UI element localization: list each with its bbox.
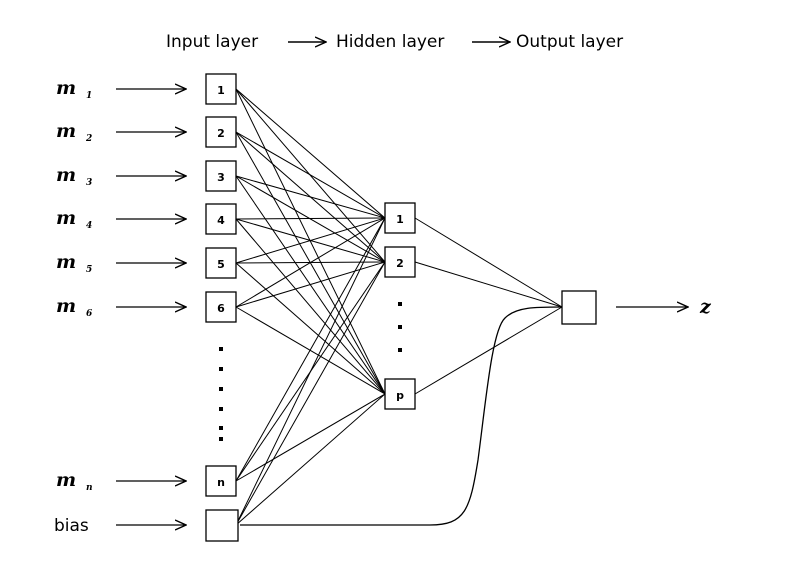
hidden-node-label: 2 <box>396 257 404 270</box>
input-hidden-connection <box>235 88 386 395</box>
bias-label: bias <box>54 516 89 536</box>
bias-node <box>205 509 239 542</box>
input-node-label: 4 <box>217 214 225 227</box>
input-row: m 5 <box>56 251 186 275</box>
input-node-label: 3 <box>217 171 225 184</box>
input-symbol: m <box>56 295 76 317</box>
hidden-node: 1 <box>384 202 416 234</box>
input-layer: 1 2 3 4 5 6 <box>205 73 239 542</box>
input-hidden-connection <box>235 88 386 219</box>
input-symbol: m <box>56 469 76 491</box>
input-symbol: m <box>56 251 76 273</box>
input-node: 2 <box>205 116 237 148</box>
hidden-output-connection <box>414 217 563 308</box>
input-subscript: 4 <box>86 221 92 231</box>
input-row: m 1 <box>56 77 186 101</box>
input-hidden-connection <box>235 261 386 308</box>
diagram-title: Input layer Hidden layer Output layer <box>166 32 623 52</box>
connections <box>235 88 563 526</box>
hidden-layer: 1 2 p <box>384 202 416 410</box>
input-symbol: m <box>56 164 76 186</box>
hidden-output-connection <box>414 306 563 395</box>
output-node <box>561 290 597 325</box>
input-node-label: n <box>217 476 225 489</box>
input-symbol: m <box>56 120 76 142</box>
hidden-node: 2 <box>384 246 416 278</box>
input-row: m n <box>56 469 186 493</box>
input-node: 1 <box>205 73 237 105</box>
input-subscript: 3 <box>86 178 92 188</box>
input-hidden-connection <box>235 393 386 482</box>
input-hidden-connection <box>235 175 386 219</box>
input-symbol: m <box>56 77 76 99</box>
input-node-label: 6 <box>217 302 225 315</box>
input-node-label: 1 <box>217 84 225 97</box>
input-row: m 4 <box>56 207 186 231</box>
input-row: m 3 <box>56 164 186 188</box>
input-node-label: 5 <box>217 258 225 271</box>
hidden-node-label: 1 <box>396 213 404 226</box>
input-symbol: m <box>56 207 76 229</box>
input-subscript: n <box>86 483 93 493</box>
hidden-node-label: p <box>396 389 404 402</box>
title-hidden-layer: Hidden layer <box>336 32 444 52</box>
input-hidden-connection <box>235 217 386 482</box>
bias-row: bias <box>54 516 186 536</box>
input-subscript: 1 <box>86 91 92 101</box>
input-node: 4 <box>205 203 237 235</box>
title-input-layer: Input layer <box>166 32 258 52</box>
input-hidden-connection <box>235 261 386 526</box>
input-row: m 2 <box>56 120 186 144</box>
input-hidden-connection <box>235 262 386 395</box>
bias-to-output-connection <box>240 306 563 526</box>
input-ellipsis <box>219 347 223 441</box>
input-node: 3 <box>205 160 237 192</box>
input-hidden-connection <box>235 217 386 526</box>
input-hidden-connection <box>235 217 386 264</box>
input-subscript: 6 <box>86 309 93 319</box>
input-hidden-connection <box>235 217 386 220</box>
input-hidden-connection <box>235 393 386 526</box>
input-rows: m 1 m 2 m 3 m 4 m 5 m 6 m <box>54 77 186 536</box>
input-node: n <box>205 465 237 497</box>
title-output-layer: Output layer <box>516 32 623 52</box>
input-node-label: 2 <box>217 127 225 140</box>
output-label: z <box>699 296 712 318</box>
hidden-output-connection <box>414 261 563 308</box>
input-row: m 6 <box>56 295 186 319</box>
input-hidden-connection <box>235 218 386 395</box>
input-hidden-connection <box>235 217 386 308</box>
input-node: 6 <box>205 291 237 323</box>
input-node: 5 <box>205 247 237 279</box>
hidden-node: p <box>384 378 416 410</box>
output-layer: z <box>561 290 712 325</box>
hidden-ellipsis <box>398 302 402 352</box>
input-subscript: 2 <box>85 134 92 144</box>
input-subscript: 5 <box>86 265 92 275</box>
input-hidden-connection <box>235 131 386 219</box>
